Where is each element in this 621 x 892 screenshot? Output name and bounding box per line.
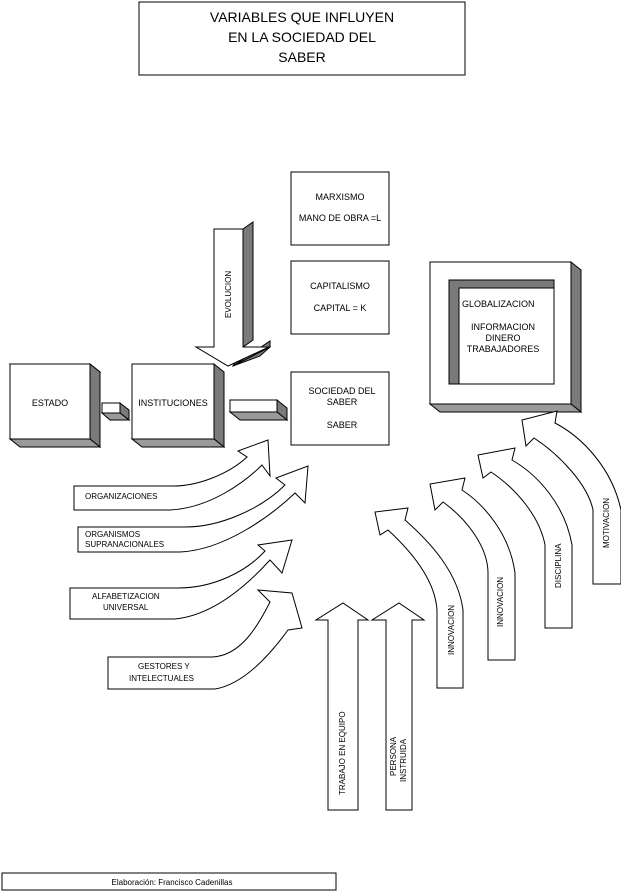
capital-label: CAPITAL = K bbox=[314, 303, 367, 313]
gestores-label-1: GESTORES Y bbox=[138, 662, 190, 671]
arrow-motivacion: MOTIVACION bbox=[521, 410, 621, 585]
footer-label: Elaboración: Francisco Cadenillas bbox=[112, 878, 233, 887]
evolucion-label: EVOLUCION bbox=[224, 271, 233, 318]
title-line-1: VARIABLES QUE INFLUYEN bbox=[210, 9, 394, 25]
mano-de-obra-label: MANO DE OBRA =L bbox=[299, 213, 381, 223]
instituciones-box: INSTITUCIONES bbox=[130, 362, 226, 449]
arrow-trabajo-en-equipo: TRABAJO EN EQUIPO bbox=[314, 602, 370, 811]
trabajadores-label: TRABAJADORES bbox=[467, 344, 540, 354]
connector-bar-right bbox=[228, 398, 289, 422]
trabajo-label: TRABAJO EN EQUIPO bbox=[338, 711, 347, 795]
title-line-3: SABER bbox=[278, 49, 325, 65]
gestores-label-2: INTELECTUALES bbox=[129, 674, 194, 683]
sociedad-label-2: SABER bbox=[327, 397, 358, 407]
title-box: VARIABLES QUE INFLUYEN EN LA SOCIEDAD DE… bbox=[138, 1, 466, 76]
instituciones-label: INSTITUCIONES bbox=[138, 398, 208, 408]
evolucion-arrow: EVOLUCION bbox=[194, 221, 272, 367]
motivacion-label: MOTIVACION bbox=[602, 498, 611, 548]
arrow-gestores: GESTORES Y INTELECTUALES bbox=[107, 589, 303, 690]
sociedad-box: SOCIEDAD DEL SABER SABER bbox=[290, 371, 390, 446]
arrow-organizaciones: ORGANIZACIONES bbox=[73, 439, 271, 511]
dinero-label: DINERO bbox=[485, 333, 520, 343]
globalizacion-box: GLOBALIZACION INFORMACION DINERO TRABAJA… bbox=[428, 260, 583, 414]
title-line-2: EN LA SOCIEDAD DEL bbox=[228, 29, 376, 45]
organismos-label-1: ORGANISMOS bbox=[85, 530, 140, 539]
alfabetizacion-label-2: UNIVERSAL bbox=[103, 603, 149, 612]
disciplina-label: DISCIPLINA bbox=[554, 543, 563, 588]
organizaciones-label: ORGANIZACIONES bbox=[85, 492, 157, 501]
persona-label-2: INSTRUIDA bbox=[399, 738, 408, 782]
footer-box: Elaboración: Francisco Cadenillas bbox=[1, 872, 337, 891]
globalizacion-label: GLOBALIZACION bbox=[462, 299, 535, 309]
marxismo-label: MARXISMO bbox=[315, 192, 364, 202]
arrow-persona-instruida: PERSONA INSTRUIDA bbox=[370, 602, 426, 811]
capitalismo-label: CAPITALISMO bbox=[310, 281, 370, 291]
innovacion-label-1: INNOVACION bbox=[447, 605, 456, 655]
arrow-alfabetizacion: ALFABETIZACION UNIVERSAL bbox=[69, 539, 293, 620]
estado-box: ESTADO bbox=[8, 362, 102, 449]
organismos-label-2: SUPRANACIONALES bbox=[85, 540, 164, 549]
informacion-label: INFORMACION bbox=[471, 322, 535, 332]
connector-bar-left bbox=[100, 401, 131, 422]
arrow-innovacion-2: INNOVACION bbox=[429, 477, 516, 661]
arrow-innovacion-1: INNOVACION bbox=[374, 507, 464, 689]
estado-label: ESTADO bbox=[32, 398, 68, 408]
persona-label-1: PERSONA bbox=[389, 736, 398, 776]
sociedad-label-1: SOCIEDAD DEL bbox=[308, 386, 375, 396]
arrow-organismos: ORGANISMOS SUPRANACIONALES bbox=[77, 465, 309, 553]
arrow-disciplina: DISCIPLINA bbox=[477, 447, 573, 629]
capitalismo-box: CAPITALISMO CAPITAL = K bbox=[290, 260, 390, 335]
marxismo-box: MARXISMO MANO DE OBRA =L bbox=[290, 171, 390, 246]
innovacion-label-2: INNOVACION bbox=[496, 577, 505, 627]
sociedad-label-3: SABER bbox=[327, 420, 358, 430]
alfabetizacion-label-1: ALFABETIZACION bbox=[92, 592, 160, 601]
